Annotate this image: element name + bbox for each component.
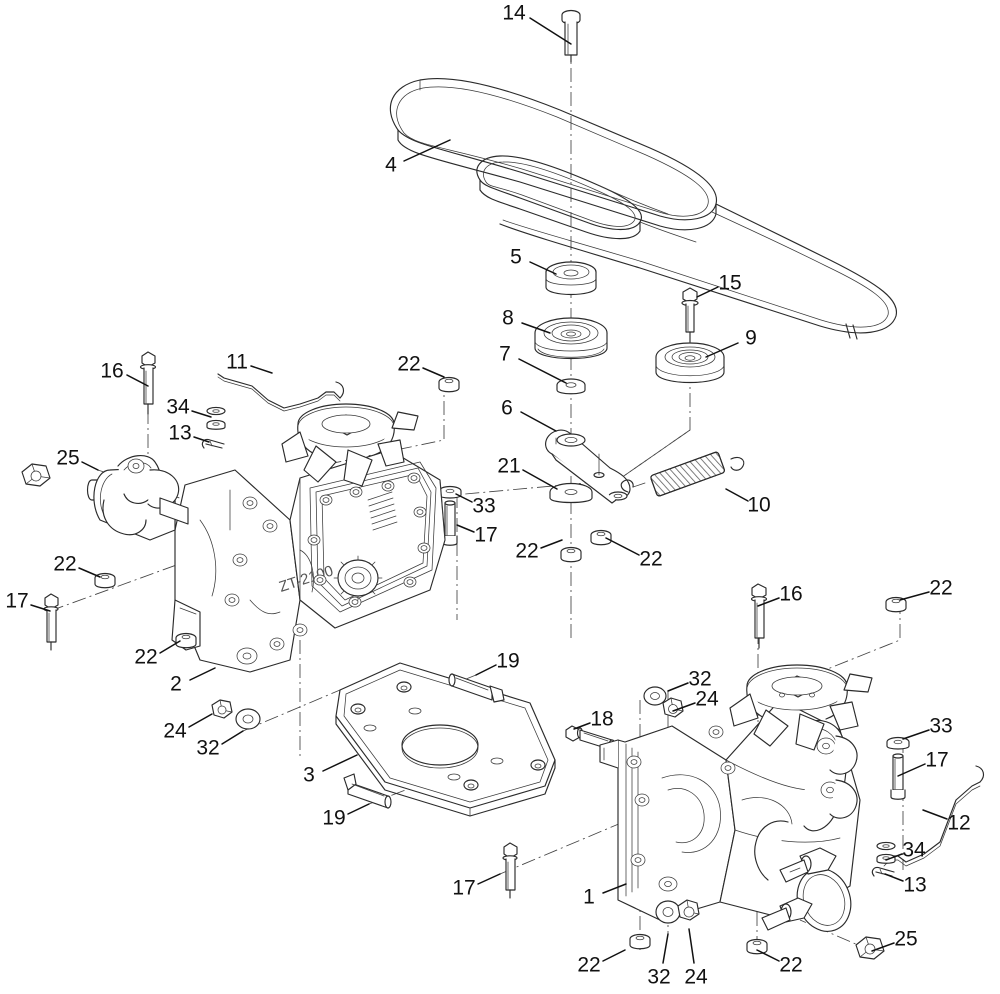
callout-left-hydro-transmission-2: 2 xyxy=(170,672,182,696)
left-fan-pulley xyxy=(281,403,419,487)
callout-hex-nut-small-24: 24 xyxy=(684,965,708,989)
callout-hex-bolt-long-16: 16 xyxy=(779,582,803,606)
hex-bolt-part-17-bottom xyxy=(502,842,518,899)
callout-extension-spring-10: 10 xyxy=(747,493,771,517)
callout-right-hydro-transmission-1: 1 xyxy=(583,885,595,909)
callout-flat-washer-med-33: 33 xyxy=(472,494,496,518)
callout-flat-washer-7: 7 xyxy=(499,342,511,366)
callout-flat-idler-pulley-9: 9 xyxy=(745,326,757,350)
callout-control-rod-right-12: 12 xyxy=(947,811,971,835)
shoulder-bolt-part-19-lower xyxy=(343,773,392,809)
callout-mounting-plate-3: 3 xyxy=(303,763,315,787)
callout-flange-locknut-22: 22 xyxy=(397,352,421,376)
hex-bolt-part-17-left xyxy=(43,593,59,651)
callout-flange-locknut-22: 22 xyxy=(515,539,539,563)
callout-cotter-pin-13: 13 xyxy=(168,421,192,445)
callout-shoulder-bolt-19: 19 xyxy=(322,806,346,830)
left-hydro-transmission-part-2: ZT-2100 xyxy=(86,403,446,673)
callout-hex-bolt-short-18: 18 xyxy=(590,707,614,731)
callout-flange-locknut-22: 22 xyxy=(779,953,803,977)
callout-hex-bolt-17: 17 xyxy=(452,876,476,900)
washer-nut-right-upper xyxy=(643,686,684,718)
callout-flange-locknut-22: 22 xyxy=(639,547,663,571)
callout-hex-nut-small-24: 24 xyxy=(695,687,719,711)
bolt-part-15 xyxy=(681,287,699,343)
drive-belt-part-4 xyxy=(389,77,898,340)
callout-drive-belt-4: 4 xyxy=(385,153,397,177)
control-rod-part-11 xyxy=(217,373,345,412)
callout-large-flat-washer-21: 21 xyxy=(497,454,521,478)
callout-hex-bolt-17: 17 xyxy=(925,748,949,772)
hex-bolt-part-16-right xyxy=(750,583,768,649)
washer-bolt-group-center xyxy=(438,485,462,546)
right-fan-pulley xyxy=(729,664,873,751)
bolt-part-14 xyxy=(561,9,581,63)
shoulder-bolt-part-19-upper xyxy=(448,673,505,703)
nut-washer-left-lower xyxy=(211,699,261,730)
washer-cotterpin-left xyxy=(201,406,226,449)
callout-cotter-pin-13: 13 xyxy=(903,873,927,897)
callout-flat-washer-small-34: 34 xyxy=(166,395,190,419)
callout-hex-flange-bolt-15: 15 xyxy=(718,271,742,295)
washer-bolt-group-right xyxy=(886,736,910,800)
washer-cotterpin-right xyxy=(871,841,896,877)
locknut-group-left xyxy=(94,376,460,649)
callout-flange-locknut-22: 22 xyxy=(53,552,77,576)
pulley-cover-part-5 xyxy=(545,261,597,295)
right-hydro-transmission-part-1 xyxy=(599,664,873,932)
callout-flange-locknut-22: 22 xyxy=(134,645,158,669)
large-washer-part-21 xyxy=(549,482,593,504)
callout-control-rod-left-11: 11 xyxy=(226,350,248,374)
callout-hex-nut-25: 25 xyxy=(894,927,918,951)
callout-flange-locknut-22: 22 xyxy=(577,953,601,977)
callout-flat-washer-med-33: 33 xyxy=(929,714,953,738)
callout-carriage-bolt-14: 14 xyxy=(502,1,526,25)
locknut-group-center xyxy=(560,529,612,563)
callout-hex-bolt-long-16: 16 xyxy=(100,359,124,383)
callout-v-idler-pulley-8: 8 xyxy=(502,306,514,330)
left-trans-sprocket xyxy=(333,555,383,601)
callout-hex-bolt-17: 17 xyxy=(474,523,498,547)
callout-flange-locknut-22: 22 xyxy=(929,576,953,600)
callout-flat-washer-lg-32: 32 xyxy=(647,965,671,989)
callout-pulley-cover-5: 5 xyxy=(510,245,522,269)
idler-arm-part-6 xyxy=(545,429,631,504)
v-idler-pulley-part-8 xyxy=(534,317,608,360)
flat-idler-pulley-part-9 xyxy=(655,342,725,384)
washer-nut-bottom xyxy=(655,899,700,924)
callout-flat-washer-lg-32: 32 xyxy=(688,667,712,691)
callout-hex-bolt-17: 17 xyxy=(5,589,29,613)
callout-flat-washer-small-34: 34 xyxy=(902,838,926,862)
hex-nut-part-25-left xyxy=(21,463,51,487)
leader-lines xyxy=(30,17,948,964)
callout-hex-nut-small-24: 24 xyxy=(163,719,187,743)
right-trans-fittings xyxy=(754,820,852,932)
extension-spring-part-10 xyxy=(620,451,745,497)
callout-flat-washer-lg-32: 32 xyxy=(196,736,220,760)
callout-shoulder-bolt-19: 19 xyxy=(496,649,520,673)
callout-hex-nut-25: 25 xyxy=(56,446,80,470)
callout-idler-arm-6: 6 xyxy=(501,396,513,420)
